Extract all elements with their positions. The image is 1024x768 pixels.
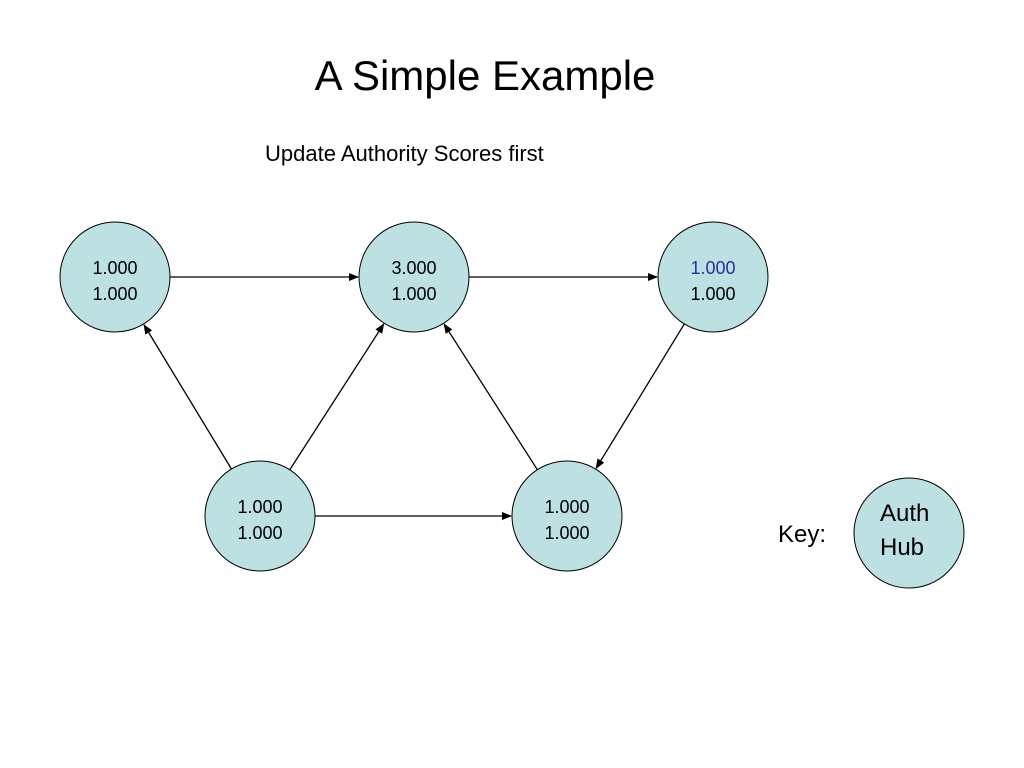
authority-score: 1.000 [690,258,735,278]
authority-score: 1.000 [544,497,589,517]
hub-score: 1.000 [391,284,436,304]
node-top-right: 1.000 1.000 [657,221,769,333]
authority-score: 1.000 [92,258,137,278]
hub-score: 1.000 [690,284,735,304]
key-circle [853,477,965,589]
node-circle [59,221,171,333]
edge-top-right-to-bottom-right [595,323,685,470]
node-circle [358,221,470,333]
hub-score: 1.000 [92,284,137,304]
node-circle [204,460,316,572]
edge-bottom-left-to-top-middle [289,323,385,471]
slide-title: A Simple Example [314,52,656,99]
edge-bottom-left-to-top-left [143,324,233,470]
authority-score: 1.000 [237,497,282,517]
edges-layer [143,273,685,520]
hub-score: 1.000 [544,523,589,543]
key-hub-label: Hub [880,534,924,561]
node-circle [511,460,623,572]
node-top-middle: 3.000 1.000 [358,221,470,333]
node-bottom-left: 1.000 1.000 [204,460,316,572]
key-auth-label: Auth [880,500,929,527]
nodes-layer: 1.0001.0003.0001.0001.0001.0001.0001.000… [59,221,769,572]
key-label: Key: [778,521,827,548]
node-bottom-right: 1.000 1.000 [511,460,623,572]
node-top-left: 1.000 1.000 [59,221,171,333]
hub-score: 1.000 [237,523,282,543]
slide-subtitle: Update Authority Scores first [265,141,544,166]
node-circle [657,221,769,333]
authority-score: 3.000 [391,258,436,278]
edge-bottom-right-to-top-middle [443,323,538,471]
